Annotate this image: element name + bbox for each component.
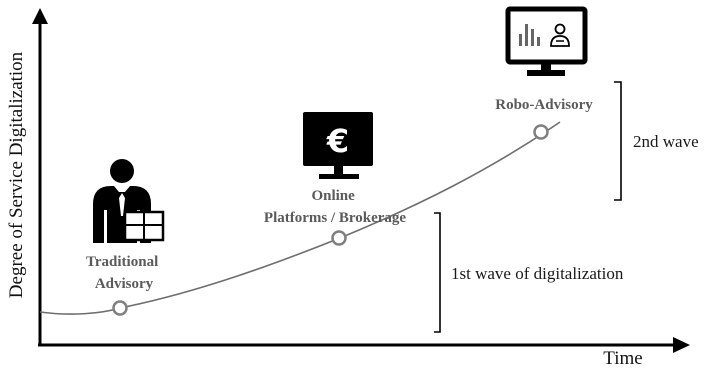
y-axis-arrowhead bbox=[32, 8, 48, 24]
digitalization-curve bbox=[39, 121, 561, 315]
stage-marker-online bbox=[331, 230, 347, 246]
label-robo: Robo-Advisory bbox=[495, 97, 593, 113]
label-online-line1: Online bbox=[311, 188, 355, 204]
x-axis-arrowhead bbox=[673, 337, 690, 353]
stage-marker-robo bbox=[533, 124, 549, 140]
first-wave-label: 1st wave of digitalization bbox=[451, 264, 624, 283]
first-wave-bracket bbox=[434, 212, 441, 333]
label-online: Online Platforms / Brokerage bbox=[264, 188, 407, 226]
x-axis-label: Time bbox=[603, 348, 642, 368]
label-traditional-line1: Traditional bbox=[86, 254, 158, 270]
stage-marker-traditional bbox=[112, 300, 128, 316]
axes bbox=[32, 8, 690, 353]
label-online-line2: Platforms / Brokerage bbox=[264, 210, 407, 226]
euro-symbol: € bbox=[326, 122, 349, 160]
label-traditional: Traditional Advisory bbox=[86, 254, 162, 292]
advisor-person-icon bbox=[93, 159, 165, 243]
y-axis-label: Degree of Service Digitalization bbox=[6, 51, 27, 298]
analytics-monitor-icon bbox=[505, 6, 588, 76]
label-traditional-line2: Advisory bbox=[95, 276, 154, 292]
euro-monitor-icon: € bbox=[303, 112, 373, 179]
second-wave-bracket bbox=[614, 81, 622, 201]
second-wave-label: 2nd wave bbox=[633, 132, 699, 151]
